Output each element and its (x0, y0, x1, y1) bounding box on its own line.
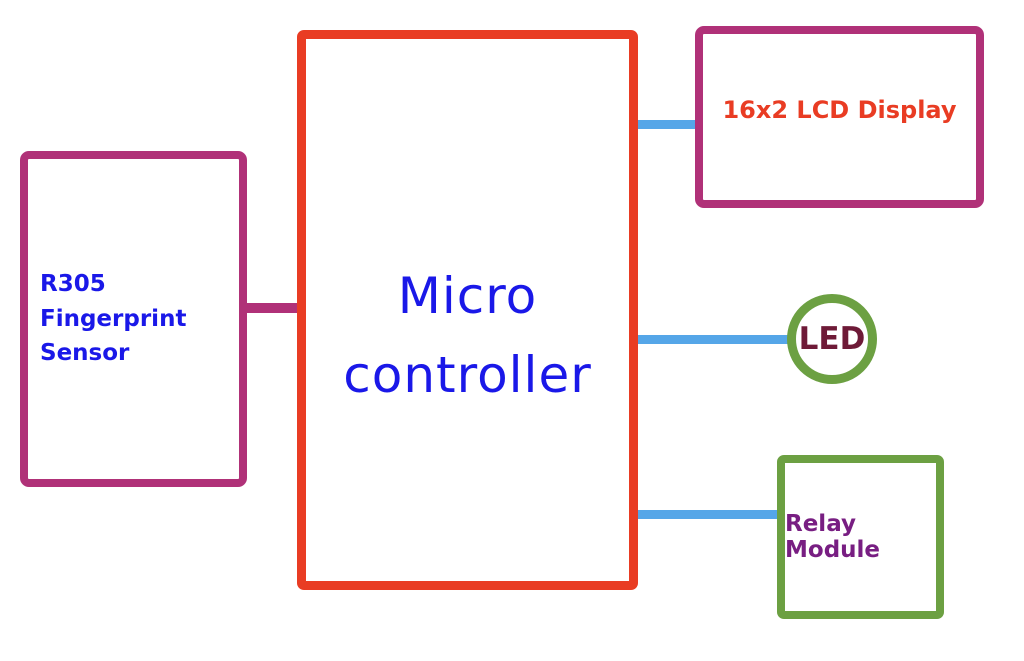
fingerprint-sensor-label-line2: Fingerprint Sensor (40, 305, 187, 367)
microcontroller-label-line2: controller (343, 346, 592, 404)
fingerprint-sensor-label: R305 Fingerprint Sensor (28, 267, 239, 371)
node-lcd-display: 16x2 LCD Display (695, 26, 984, 208)
led-label: LED (798, 321, 866, 357)
node-fingerprint-sensor: R305 Fingerprint Sensor (20, 151, 247, 487)
connector-microcontroller-to-led (629, 335, 792, 344)
connector-microcontroller-to-lcd (629, 120, 700, 129)
lcd-display-label: 16x2 LCD Display (722, 96, 957, 124)
connector-microcontroller-to-relay (629, 510, 782, 519)
connector-fingerprint-to-microcontroller (240, 303, 304, 313)
microcontroller-label-line1: Micro (397, 267, 538, 325)
fingerprint-sensor-label-line1: R305 (40, 271, 106, 298)
microcontroller-label: Micro controller (343, 257, 592, 415)
node-led: LED (787, 294, 877, 384)
relay-module-label: Relay Module (785, 511, 881, 563)
node-relay-module: Relay Module (777, 455, 944, 619)
node-microcontroller: Micro controller (297, 30, 638, 590)
